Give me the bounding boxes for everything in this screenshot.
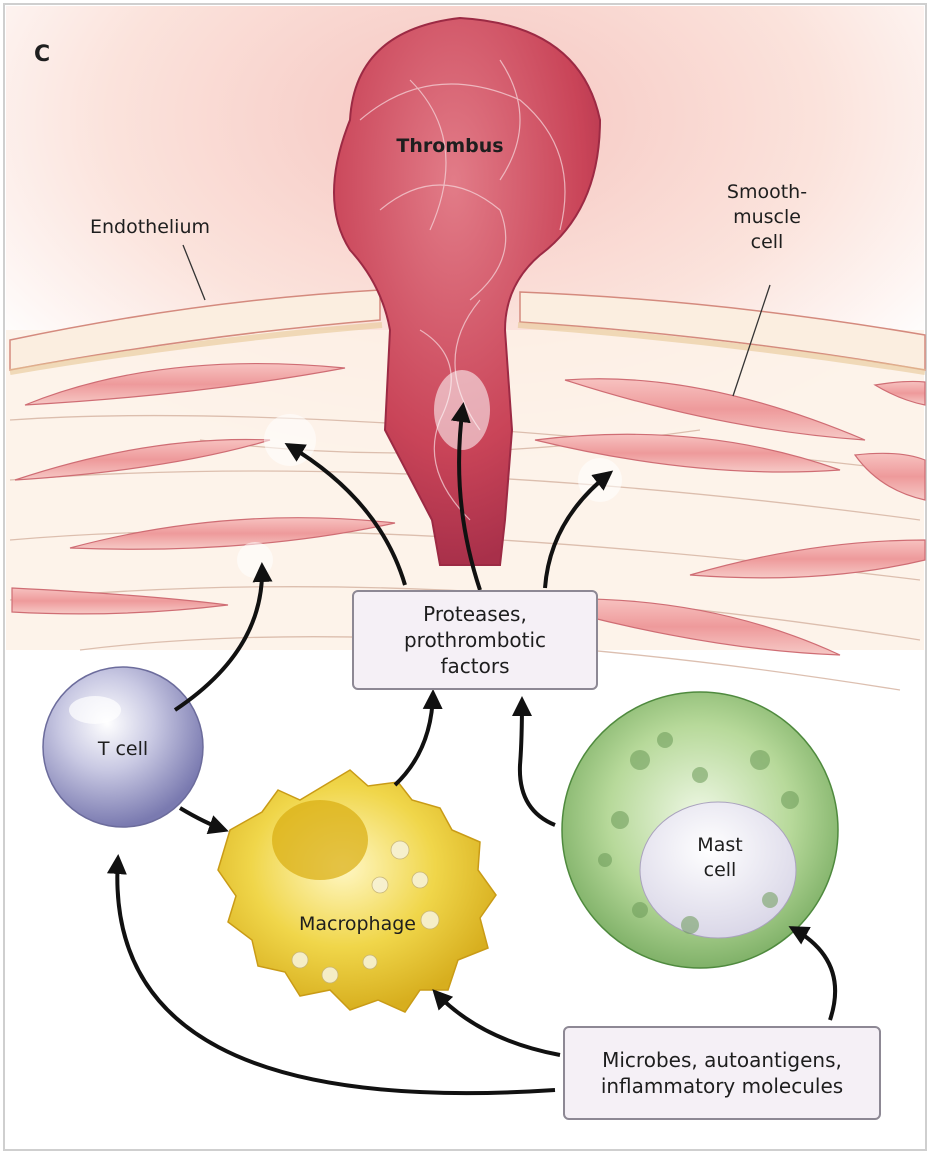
microbes-box: Microbes, autoantigens, inflammatory mol… (563, 1026, 881, 1120)
smooth-muscle-cell-label: Smooth- muscle cell (712, 180, 822, 255)
mast-cell-label: Mast cell (680, 833, 760, 883)
proteases-box: Proteases, prothrombotic factors (352, 590, 598, 690)
t-cell-label: T cell (73, 737, 173, 762)
macrophage-label: Macrophage (275, 912, 440, 937)
